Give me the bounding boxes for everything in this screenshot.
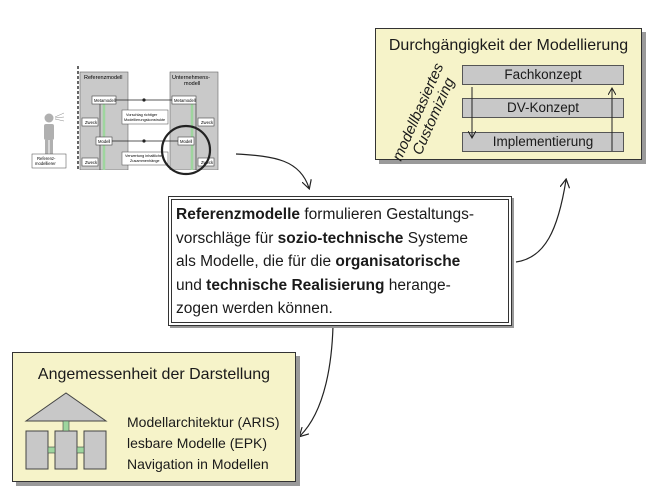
modelling-consistency-box: Durchgängigkeit der Modellierung Fachkon…: [375, 28, 642, 164]
term-organisatorische: organisatorische: [335, 253, 461, 270]
term-sozio-technische: sozio-technische: [277, 229, 404, 247]
definition-line-3-pre: als Modelle, die für die: [176, 253, 336, 270]
zweck-label-left: Zweck: [85, 120, 98, 125]
metamodel-label-left: Metamodell: [94, 98, 116, 103]
metamodel-label-right: Metamodell: [174, 98, 196, 103]
col-left-title: Referenzmodell: [84, 75, 123, 81]
item-modellarchitektur: Modellarchitektur (ARIS): [127, 414, 280, 430]
modelling-consistency-title: Durchgängigkeit der Modellierung: [388, 37, 629, 54]
reference-model-diagram: Referenzmodell Unternehmens-modell Metam…: [20, 66, 220, 170]
definition-line-2: vorschläge für sozio-technische Systeme: [176, 227, 506, 251]
actor-label-text: Referenz-modellierer: [35, 156, 56, 166]
meta-link-dot: [142, 98, 146, 102]
item-lesbare-modelle: lesbare Modelle (EPK): [127, 435, 268, 451]
note-bottom: [121, 151, 169, 166]
definition-line-3: als Modelle, die für die organisatorisch…: [176, 250, 506, 274]
modell-label-right: Modell: [180, 139, 192, 144]
view-rays-icon: [54, 112, 65, 122]
layer-implementierung: Implementierung: [462, 132, 624, 152]
definition-line-4-pre: und: [176, 276, 207, 294]
aris-house-icon: [24, 392, 108, 470]
definition-line-2-rest: Systeme: [403, 229, 469, 247]
zweck-label-left-2: Zweck: [85, 160, 98, 165]
house-link-left: [47, 446, 56, 454]
col-right-title: Unternehmens-modell: [172, 75, 210, 87]
item-navigation: Navigation in Modellen: [127, 456, 269, 472]
zweck-box-left: [81, 117, 99, 127]
layer-fachkonzept: Fachkonzept: [462, 65, 624, 85]
term-technische-realisierung: technische Realisierung: [206, 276, 385, 294]
actor-label-box: [31, 153, 67, 169]
definition-text: Referenzmodelle formulieren Gestaltungs-…: [176, 203, 506, 321]
definition-line-4-rest: herange-: [384, 276, 451, 294]
definition-line-1: Referenzmodelle formulieren Gestaltungs-: [176, 203, 506, 227]
model-link-dot: [142, 139, 146, 143]
house-pillar-right: [83, 430, 107, 470]
note-top: [121, 109, 169, 125]
zweck-label-right: Zweck: [201, 120, 214, 125]
layer-dv-konzept: DV-Konzept: [462, 98, 624, 118]
highlight-circle: [160, 124, 212, 176]
term-referenzmodelle: Referenzmodelle: [176, 206, 301, 223]
arrow-text-to-modelling: [515, 180, 566, 263]
house-pillar-left: [25, 430, 49, 470]
person-icon: [44, 113, 54, 154]
zweck-box-left-2: [81, 157, 99, 167]
definition-line-4: und technische Realisierung herange-: [176, 274, 506, 298]
representation-adequacy-title: Angemessenheit der Darstellung: [37, 366, 271, 383]
house-pillar-middle: [54, 430, 78, 470]
zweck-box-right: [197, 117, 215, 127]
reference-model-definition-box: Referenzmodelle formulieren Gestaltungs-…: [168, 196, 512, 326]
arrow-diagram-to-text: [235, 153, 309, 188]
definition-line-5: zogen werden können.: [176, 300, 333, 317]
arrow-text-to-representation: [300, 325, 334, 436]
layer-arrows: [376, 87, 641, 151]
house-roof: [24, 392, 108, 422]
house-link-top: [62, 420, 70, 432]
definition-line-2-pre: vorschläge für: [176, 229, 278, 247]
representation-adequacy-box: Angemessenheit der Darstellung Modellarc…: [12, 352, 296, 482]
modell-label-left: Modell: [98, 139, 110, 144]
house-link-right: [76, 446, 85, 454]
definition-line-1-rest: formulieren Gestaltungs-: [300, 206, 475, 223]
definition-box-inner-border: [171, 199, 509, 323]
reference-model-diagram-svg: Referenzmodell Unternehmens-modell Metam…: [31, 66, 219, 170]
